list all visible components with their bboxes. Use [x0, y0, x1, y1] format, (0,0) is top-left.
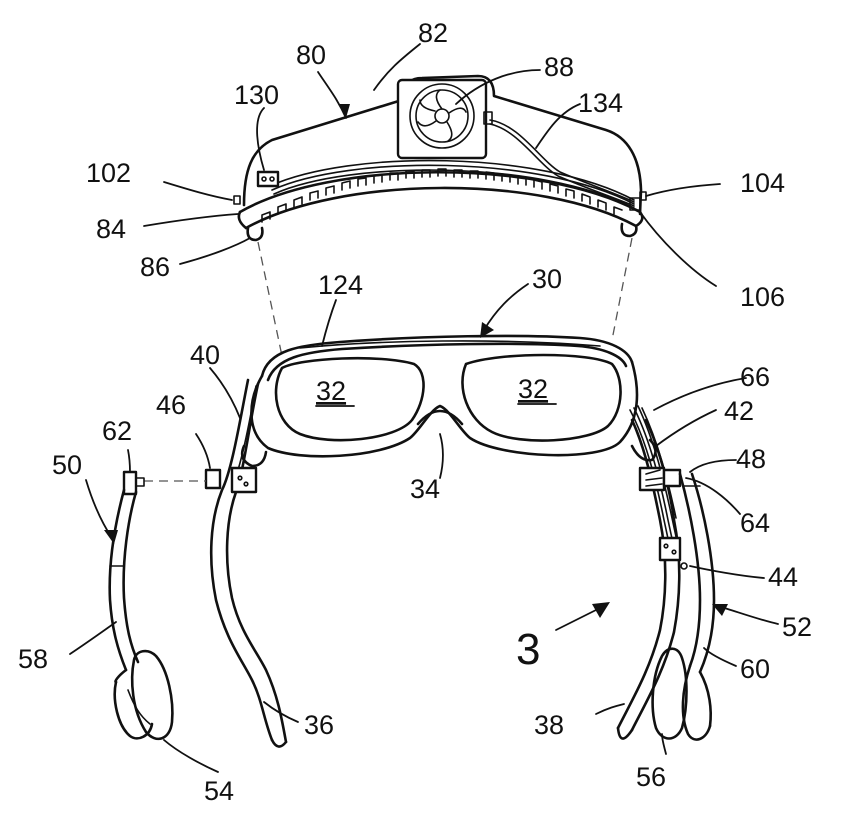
- nose-bridge: [416, 409, 464, 426]
- label-82: 82: [418, 18, 448, 48]
- left-connector: [230, 466, 258, 494]
- label-32-right: 32: [518, 374, 548, 404]
- label-56: 56: [636, 762, 666, 792]
- right-ear-pad: [651, 647, 688, 740]
- label-64: 64: [740, 508, 770, 538]
- label-34: 34: [410, 474, 440, 504]
- figure-number: 3: [516, 625, 540, 674]
- right-lens: [461, 353, 622, 442]
- label-60: 60: [740, 654, 770, 684]
- figure-arrow: [555, 602, 610, 631]
- label-66: 66: [740, 362, 770, 392]
- label-36: 36: [304, 710, 334, 740]
- label-86: 86: [140, 252, 170, 282]
- label-30: 30: [532, 264, 562, 294]
- label-58: 58: [18, 644, 48, 674]
- wire-bundle: [269, 159, 635, 201]
- label-52: 52: [782, 612, 812, 642]
- right-lower-connector: [658, 536, 682, 562]
- label-62: 62: [102, 416, 132, 446]
- label-50: 50: [52, 450, 82, 480]
- leader-lines: [69, 43, 779, 773]
- label-134: 134: [578, 88, 623, 118]
- label-54: 54: [204, 776, 234, 806]
- label-40: 40: [190, 340, 220, 370]
- label-130: 130: [234, 80, 279, 110]
- battery-block: [256, 170, 280, 188]
- label-44: 44: [768, 562, 798, 592]
- label-48: 48: [736, 444, 766, 474]
- left-temple: [144, 378, 288, 748]
- label-88: 88: [544, 52, 574, 82]
- fan-icon: [409, 83, 475, 149]
- attachment-module: [233, 74, 647, 242]
- label-80: 80: [296, 40, 326, 70]
- label-84: 84: [96, 214, 126, 244]
- label-104: 104: [740, 168, 785, 198]
- label-42: 42: [724, 396, 754, 426]
- reference-labels: 80 82 88 130 134 102 104 84 86 106 124 3…: [18, 18, 812, 806]
- label-106: 106: [740, 282, 785, 312]
- module-band: [238, 171, 642, 214]
- label-46: 46: [156, 390, 186, 420]
- glasses-frame: [240, 334, 657, 468]
- left-lens: [274, 356, 425, 442]
- right-earpiece: [651, 472, 716, 741]
- left-earpiece: [108, 470, 174, 741]
- label-38: 38: [534, 710, 564, 740]
- label-32-left: 32: [316, 376, 346, 406]
- projection-lines: [257, 237, 633, 357]
- right-wire-harness: [629, 409, 671, 549]
- label-102: 102: [86, 158, 131, 188]
- label-124: 124: [318, 270, 363, 300]
- brow-bar: [260, 334, 634, 378]
